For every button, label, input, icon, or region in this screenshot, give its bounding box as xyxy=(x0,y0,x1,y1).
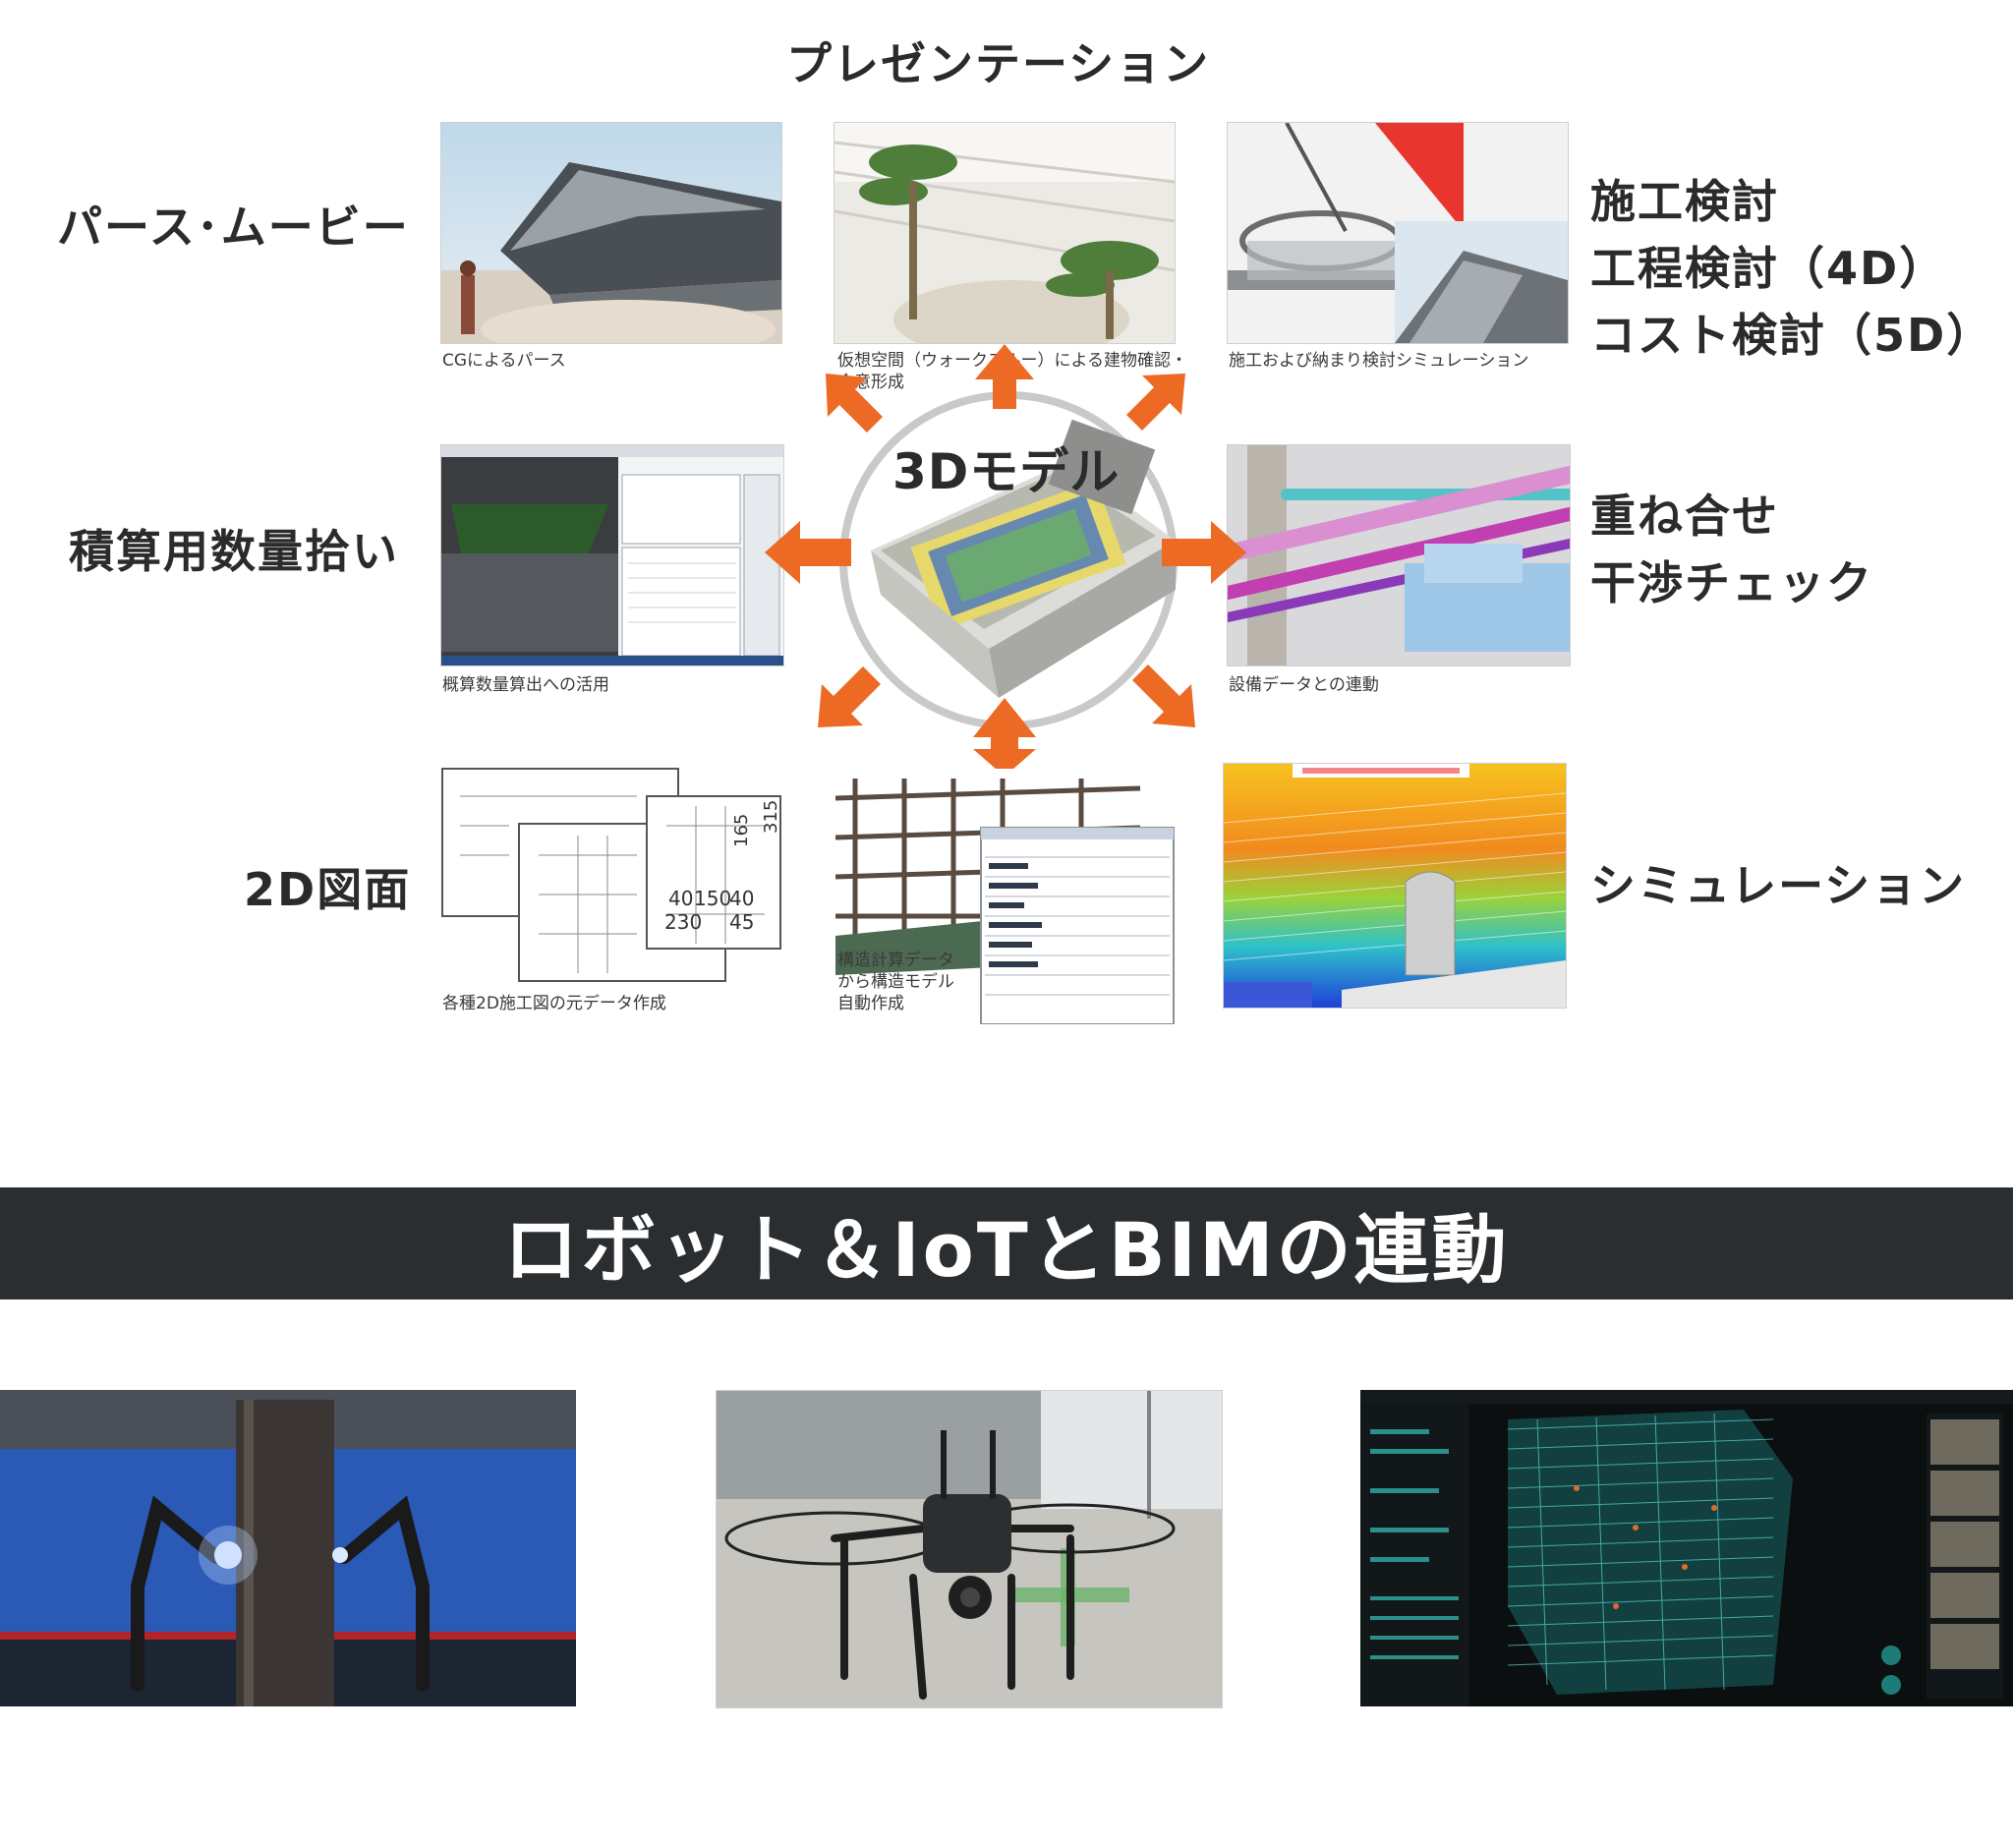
arrow-down-right-icon xyxy=(1132,664,1195,727)
setsubi-image xyxy=(1227,444,1571,666)
drawing-number-165: 165 xyxy=(731,813,752,847)
zumen-2d-image xyxy=(440,767,782,985)
banner: ロボット＆IoTとBIMの連動 xyxy=(0,1187,2013,1299)
sekou-label-3: コスト検討（5D） xyxy=(1590,309,1994,362)
simulation-label: シミュレーション xyxy=(1590,859,1967,912)
presentation-label: プレゼンテーション xyxy=(786,37,1211,90)
drawing-number-40a: 40 xyxy=(668,887,694,910)
center-3d-label: 3Dモデル xyxy=(892,443,1121,500)
arrow-up-left-icon xyxy=(826,374,883,433)
drawing-number-230: 230 xyxy=(664,910,703,934)
sekou-sim-caption: 施工および納まり検討シミュレーション xyxy=(1229,351,1529,371)
sekou-label-1: 施工検討 xyxy=(1590,175,1779,228)
zumen-2d-caption: 各種2D施工図の元データ作成 xyxy=(442,994,666,1013)
sekou-sim-image xyxy=(1227,122,1569,344)
drawing-number-150: 150 xyxy=(694,887,732,910)
banner-title: ロボット＆IoTとBIMの連動 xyxy=(503,1206,1510,1294)
gaisan-image xyxy=(440,444,784,666)
bim-dashboard-screenshot xyxy=(1360,1390,2013,1706)
walkthrough-image xyxy=(834,122,1176,344)
drawing-number-315: 315 xyxy=(761,799,781,834)
arrow-up-right-icon xyxy=(1126,374,1185,431)
kouzou-image xyxy=(835,769,1176,1024)
kasane-label-2: 干渉チェック xyxy=(1590,556,1873,609)
arrow-right-icon xyxy=(1162,521,1246,584)
sekisan-label: 積算用数量拾い xyxy=(69,525,399,578)
welding-robot-photo xyxy=(0,1390,576,1706)
orange-arrows xyxy=(765,344,1246,777)
kouzou-caption: 構造計算データ から構造モデル 自動作成 xyxy=(837,951,954,1013)
sekou-label-2: 工程検討（4D） xyxy=(1590,242,1947,295)
pers-movie-label: パース･ムービー xyxy=(57,201,410,254)
drawing-number-40b: 40 xyxy=(729,887,755,910)
zumen-2d-label: 2D図面 xyxy=(244,863,412,916)
arrow-left-icon xyxy=(765,521,851,584)
drawing-number-45: 45 xyxy=(729,910,755,934)
arrow-down-left-icon xyxy=(818,666,881,727)
simulation-image xyxy=(1223,763,1567,1009)
arrow-down-double-icon xyxy=(973,698,1036,777)
cg-pers-image xyxy=(440,122,782,344)
kasane-label-1: 重ね合せ xyxy=(1590,490,1779,543)
arrow-up-icon xyxy=(975,344,1034,409)
setsubi-caption: 設備データとの連動 xyxy=(1229,675,1379,695)
gaisan-caption: 概算数量算出への活用 xyxy=(442,675,609,695)
drone-photo xyxy=(716,1390,1223,1708)
cg-pers-caption: CGによるパース xyxy=(442,351,566,371)
